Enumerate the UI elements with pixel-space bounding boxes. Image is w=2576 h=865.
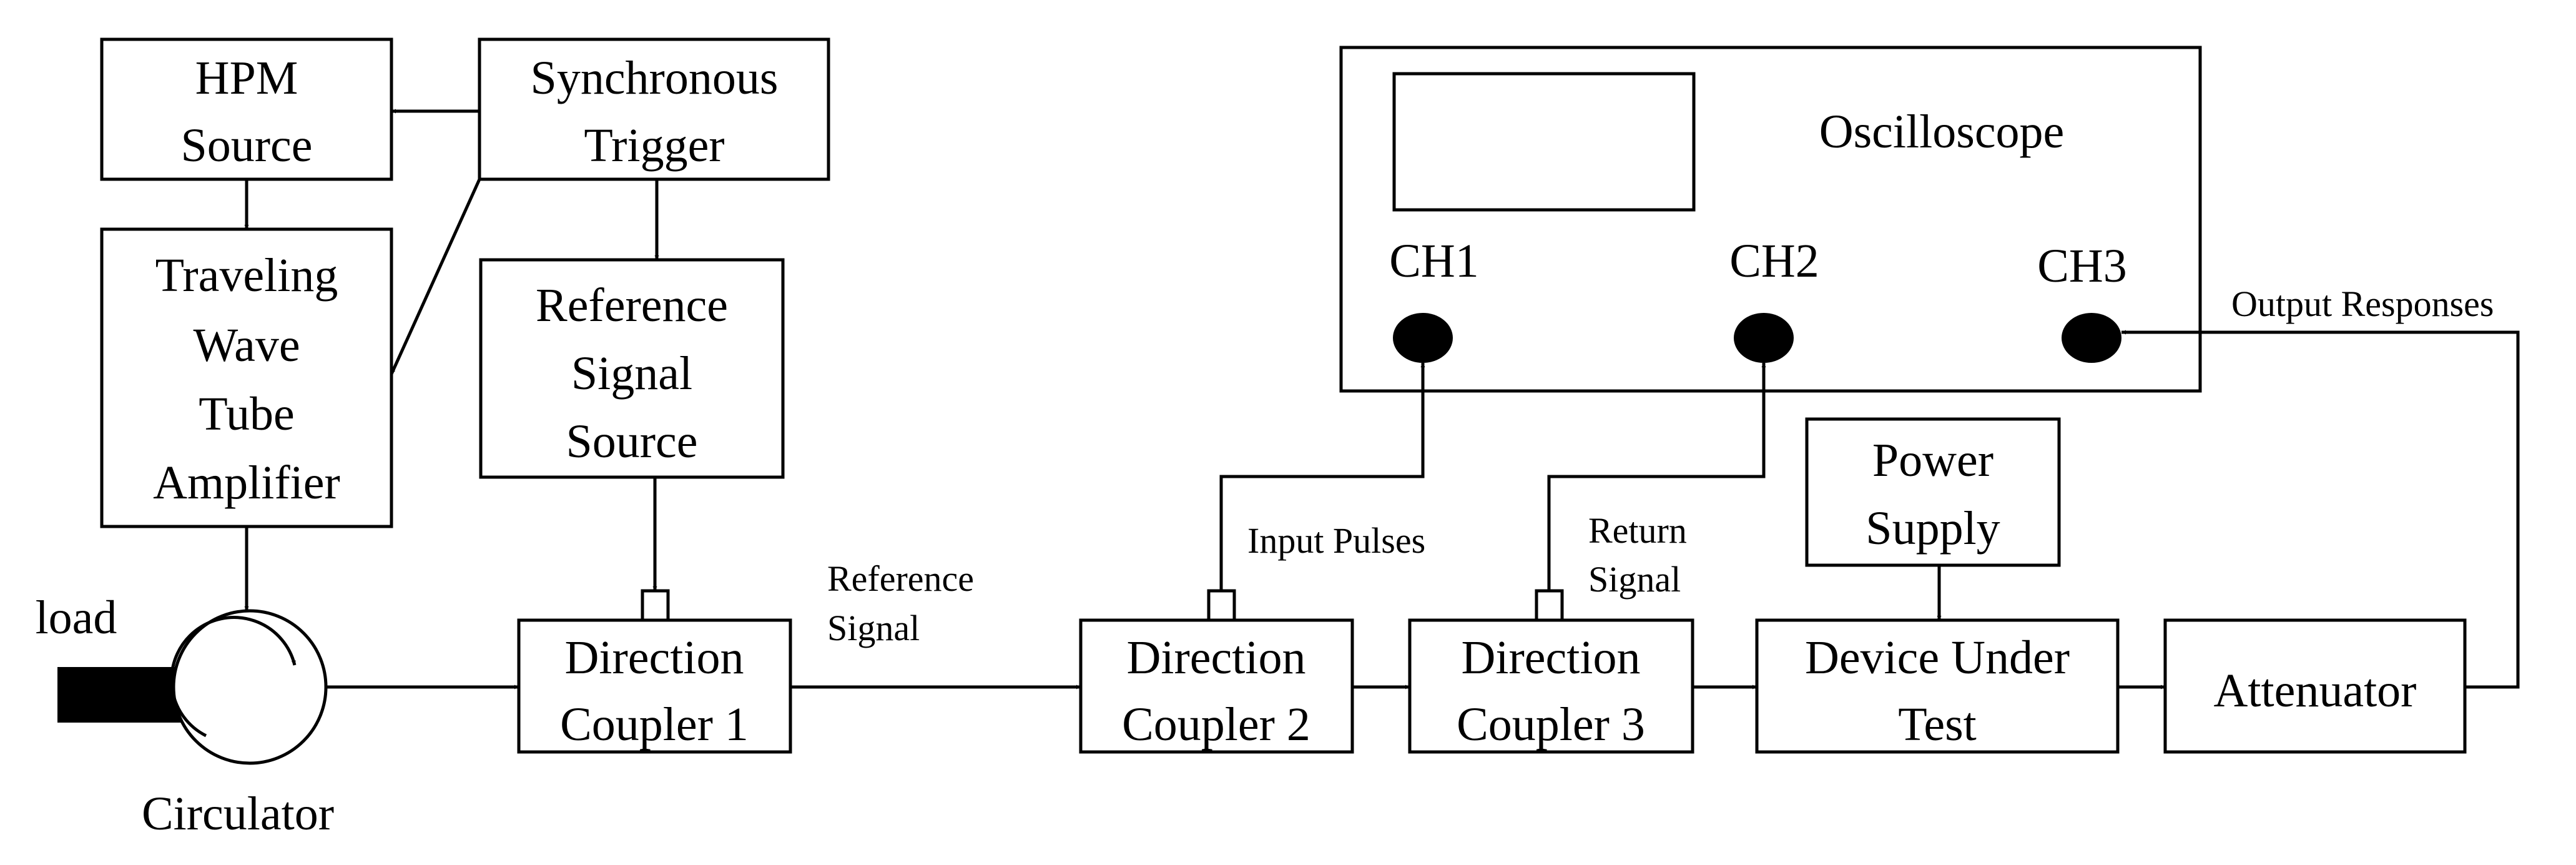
reference-source-label-line1: Reference bbox=[536, 279, 728, 332]
power-supply-box bbox=[1805, 417, 2061, 567]
attenuator-label: Attenuator bbox=[2213, 665, 2416, 717]
synchronous-trigger-label-line2: Trigger bbox=[584, 119, 724, 172]
load-block bbox=[57, 667, 185, 723]
ch3-connector bbox=[2062, 313, 2121, 363]
coupler-1-port bbox=[641, 589, 670, 622]
return-signal-label-line1: Return bbox=[1588, 510, 1687, 551]
reference-signal-source-box bbox=[479, 258, 785, 479]
coupler-2-port bbox=[1207, 589, 1236, 622]
reference-signal-label-line2: Signal bbox=[827, 608, 920, 648]
power-supply-label-line1: Power bbox=[1872, 434, 1993, 487]
input-pulses-label: Input Pulses bbox=[1247, 520, 1425, 561]
power-supply-label-line2: Supply bbox=[1866, 502, 2000, 555]
coupler-2-label-line1: Direction bbox=[1126, 631, 1305, 684]
output-responses-label: Output Responses bbox=[2231, 284, 2494, 324]
oscilloscope-label: Oscilloscope bbox=[1819, 106, 2065, 158]
return-signal-label-line2: Signal bbox=[1588, 559, 1681, 600]
coupler3-to-ch2-arrow bbox=[1547, 363, 1766, 591]
device-under-test-box bbox=[1755, 618, 2120, 754]
coupler-1-label-line2: Coupler 1 bbox=[560, 698, 749, 751]
coupler-3-label-line1: Direction bbox=[1461, 631, 1640, 684]
ch2-label: CH2 bbox=[1729, 235, 1819, 287]
synchronous-trigger-label-line1: Synchronous bbox=[531, 52, 779, 104]
circulator-rotation-arrow bbox=[170, 616, 297, 738]
twta-label-line3: Tube bbox=[199, 388, 294, 440]
synchronous-trigger-box bbox=[478, 37, 830, 181]
ch1-label: CH1 bbox=[1389, 235, 1479, 287]
twta-label-line2: Wave bbox=[193, 319, 300, 372]
hpm-source-box bbox=[100, 37, 393, 181]
dut-label-line2: Test bbox=[1898, 698, 1977, 751]
hpm-source-label-line1: HPM bbox=[195, 52, 298, 104]
load-label: load bbox=[36, 591, 117, 644]
reference-source-label-line2: Signal bbox=[571, 347, 692, 400]
ch3-label: CH3 bbox=[2037, 240, 2127, 292]
attenuator-to-ch3-arrow bbox=[2121, 330, 2520, 689]
coupler-3-port bbox=[1535, 589, 1564, 622]
circulator-symbol bbox=[172, 609, 328, 765]
trigger-to-twta-arrow bbox=[390, 178, 481, 375]
twta-label-line1: Traveling bbox=[155, 249, 338, 302]
hpm-source-label-line2: Source bbox=[180, 119, 312, 172]
coupler2-to-ch1-arrow bbox=[1219, 363, 1425, 591]
circulator-label: Circulator bbox=[142, 788, 334, 840]
dut-label-line1: Device Under bbox=[1805, 631, 2070, 684]
reference-source-label-line3: Source bbox=[566, 415, 697, 468]
twta-label-line4: Amplifier bbox=[153, 457, 340, 509]
coupler-1-label-line1: Direction bbox=[564, 631, 744, 684]
reference-signal-label-line1: Reference bbox=[827, 558, 974, 599]
ch1-connector bbox=[1393, 313, 1453, 363]
direction-coupler-1-box bbox=[517, 618, 792, 754]
coupler-2-label-line2: Coupler 2 bbox=[1122, 698, 1310, 751]
oscilloscope-screen bbox=[1392, 72, 1696, 212]
ch2-connector bbox=[1734, 313, 1794, 363]
coupler-3-label-line2: Coupler 3 bbox=[1457, 698, 1645, 751]
